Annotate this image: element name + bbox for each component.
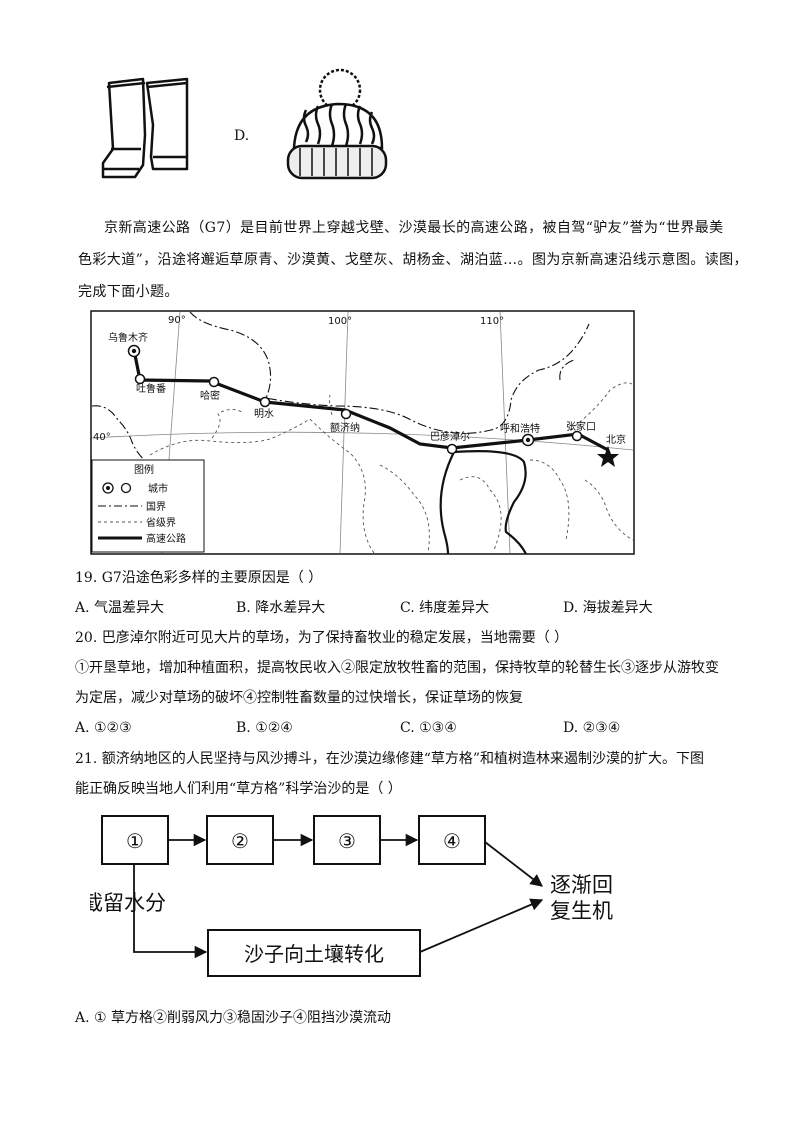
legend-highway: 高速公路 (146, 532, 186, 545)
flow-intercept-label: 截留水分 (90, 891, 166, 915)
city-bayannur (446, 443, 458, 455)
question-20-body-1: ①开垦草地，增加种植面积，提高牧民收入②限定放牧牲畜的范围，保持牧草的轮替生长③… (75, 660, 719, 676)
question-20-body-2: 为定居，减少对草场的破坏④控制牲畜数量的过快增长，保证草场的恢复 (75, 690, 523, 706)
label-hohhot: 呼和浩特 (500, 423, 540, 435)
q20-option-c[interactable]: C. ①③④ (400, 720, 457, 736)
flow-box-2-label: ② (231, 829, 249, 853)
label-beijing: 北京 (606, 433, 626, 446)
flow-box-3-label: ③ (338, 829, 356, 853)
city-ejina (340, 408, 352, 420)
city-mingshui (259, 396, 271, 408)
flow-box-2 (206, 815, 274, 865)
label-turpan: 吐鲁番 (136, 382, 166, 395)
beijing-star-icon (597, 446, 619, 467)
q20-option-d[interactable]: D. ②③④ (563, 720, 621, 736)
flow-result-line-1: 逐渐回 (550, 873, 613, 897)
question-21-stem-2: 能正确反映当地人们利用“草方格”科学治沙的是（ ） (75, 781, 402, 797)
longitude-label-110: 110° (480, 316, 504, 327)
flow-box-transform (207, 929, 421, 977)
flow-box-3 (313, 815, 381, 865)
latitude-line-40 (91, 431, 634, 451)
city-turpan (134, 373, 146, 385)
g7-highway (132, 349, 609, 452)
g7-route-map: 90° 100° 110° 40° 乌鲁木齐 吐鲁番 哈密 明水 额济纳 巴彦淖… (90, 310, 635, 555)
city-zhangjiakou (571, 430, 583, 442)
question-19-stem: 19. G7沿途色彩多样的主要原因是（ ） (75, 570, 323, 586)
passage-line-1: 京新高速公路（G7）是目前世界上穿越戈壁、沙漠最长的高速公路，被自驾“驴友”誉为… (104, 220, 724, 236)
map-legend: 图例 城市 国界 省级界 高速公路 (91, 459, 205, 553)
label-bayannur: 巴彦淖尔 (430, 430, 470, 443)
flow-result-line-2: 复生机 (550, 899, 613, 923)
boots-image (101, 77, 189, 179)
label-zhangjiakou: 张家口 (566, 420, 596, 433)
q19-option-b[interactable]: B. 降水差异大 (236, 600, 326, 616)
rivers (439, 450, 527, 555)
q20-option-b[interactable]: B. ①②④ (236, 720, 293, 736)
label-hami: 哈密 (200, 389, 220, 402)
option-d-label: D. (234, 128, 250, 144)
longitude-label-90: 90° (168, 315, 186, 326)
flow-box-4 (418, 815, 486, 865)
label-ejina: 额济纳 (330, 421, 360, 434)
sand-control-flow-diagram: ① ② ③ ④ 截留水分 沙子向土壤转化 逐渐回 复生机 (90, 815, 613, 977)
question-20-stem: 20. 巴彦淖尔附近可见大片的草场，为了保持畜牧业的稳定发展，当地需要（ ） (75, 630, 569, 646)
flow-box-4-label: ④ (443, 829, 461, 853)
provincial-borders (149, 382, 634, 554)
latitude-label-40: 40° (93, 432, 111, 443)
label-mingshui: 明水 (254, 408, 274, 420)
legend-provincial-border: 省级界 (146, 516, 176, 529)
city-hami (208, 376, 220, 388)
national-border (91, 311, 590, 463)
flow-transform-label: 沙子向土壤转化 (244, 942, 384, 966)
knit-hat-image (286, 68, 388, 180)
q19-option-a[interactable]: A. 气温差异大 (75, 600, 165, 616)
passage-line-3: 完成下面小题。 (78, 284, 179, 300)
flow-box-1-label: ① (126, 829, 144, 853)
passage-line-2: 色彩大道”，沿途将邂逅草原青、沙漠黄、戈壁灰、胡杨金、湖泊蓝…。图为京新高速沿线… (78, 252, 748, 268)
question-21-stem-1: 21. 额济纳地区的人民坚持与风沙搏斗，在沙漠边缘修建“草方格”和植树造林来遏制… (75, 751, 705, 767)
label-urumqi: 乌鲁木齐 (108, 331, 148, 344)
q19-option-d[interactable]: D. 海拔差异大 (563, 600, 653, 616)
q21-option-a[interactable]: A. ① 草方格②削弱风力③稳固沙子④阻挡沙漠流动 (75, 1010, 392, 1026)
longitude-label-100: 100° (328, 316, 352, 327)
legend-city: 城市 (148, 482, 168, 495)
legend-national-border: 国界 (146, 501, 166, 513)
q20-option-a[interactable]: A. ①②③ (75, 720, 132, 736)
q19-option-c[interactable]: C. 纬度差异大 (400, 600, 490, 616)
legend-title: 图例 (134, 463, 154, 476)
